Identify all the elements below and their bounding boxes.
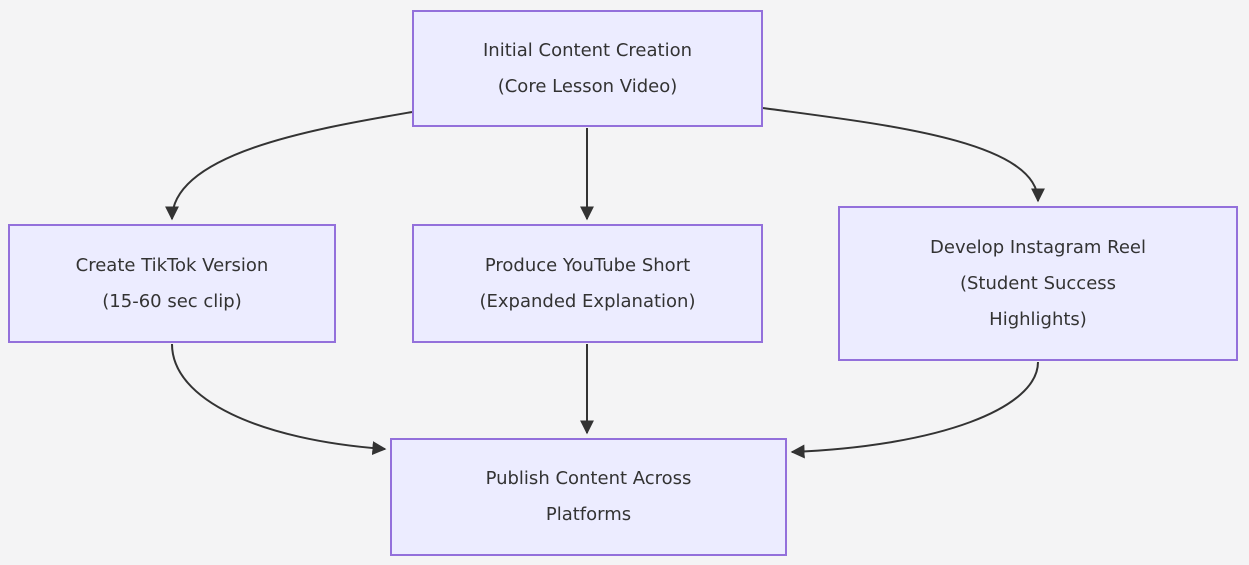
node-create-tiktok-version: Create TikTok Version (15-60 sec clip) [8, 224, 336, 343]
edge-tiktok-to-publish [171, 343, 387, 456]
node-label-line: Publish Content Across [485, 468, 692, 489]
node-initial-content-creation: Initial Content Creation (Core Lesson Vi… [412, 10, 763, 127]
node-label-line: Produce YouTube Short [484, 254, 691, 276]
node-label-line: (15-60 sec clip) [102, 290, 242, 312]
node-label-line: Create TikTok Version [75, 254, 269, 276]
node-develop-instagram-reel: Develop Instagram Reel (Student Success … [838, 206, 1238, 361]
node-publish-content-across-platforms: Publish Content Across Platforms [390, 438, 787, 556]
edge-instagram-to-publish [790, 361, 1039, 459]
node-label-line: (Expanded Explanation) [479, 290, 696, 312]
node-produce-youtube-short: Produce YouTube Short (Expanded Explanat… [412, 224, 763, 343]
node-label-line: (Student Success [959, 272, 1117, 294]
node-label-line: Platforms [545, 504, 632, 525]
node-label-line: Initial Content Creation [483, 39, 692, 61]
edge-initial-to-instagram [762, 107, 1045, 203]
edge-initial-to-tiktok [165, 111, 413, 221]
node-label-line: (Core Lesson Video) [497, 75, 678, 97]
node-label-line: Highlights) [989, 308, 1087, 330]
node-label-line: Develop Instagram Reel [930, 236, 1146, 258]
